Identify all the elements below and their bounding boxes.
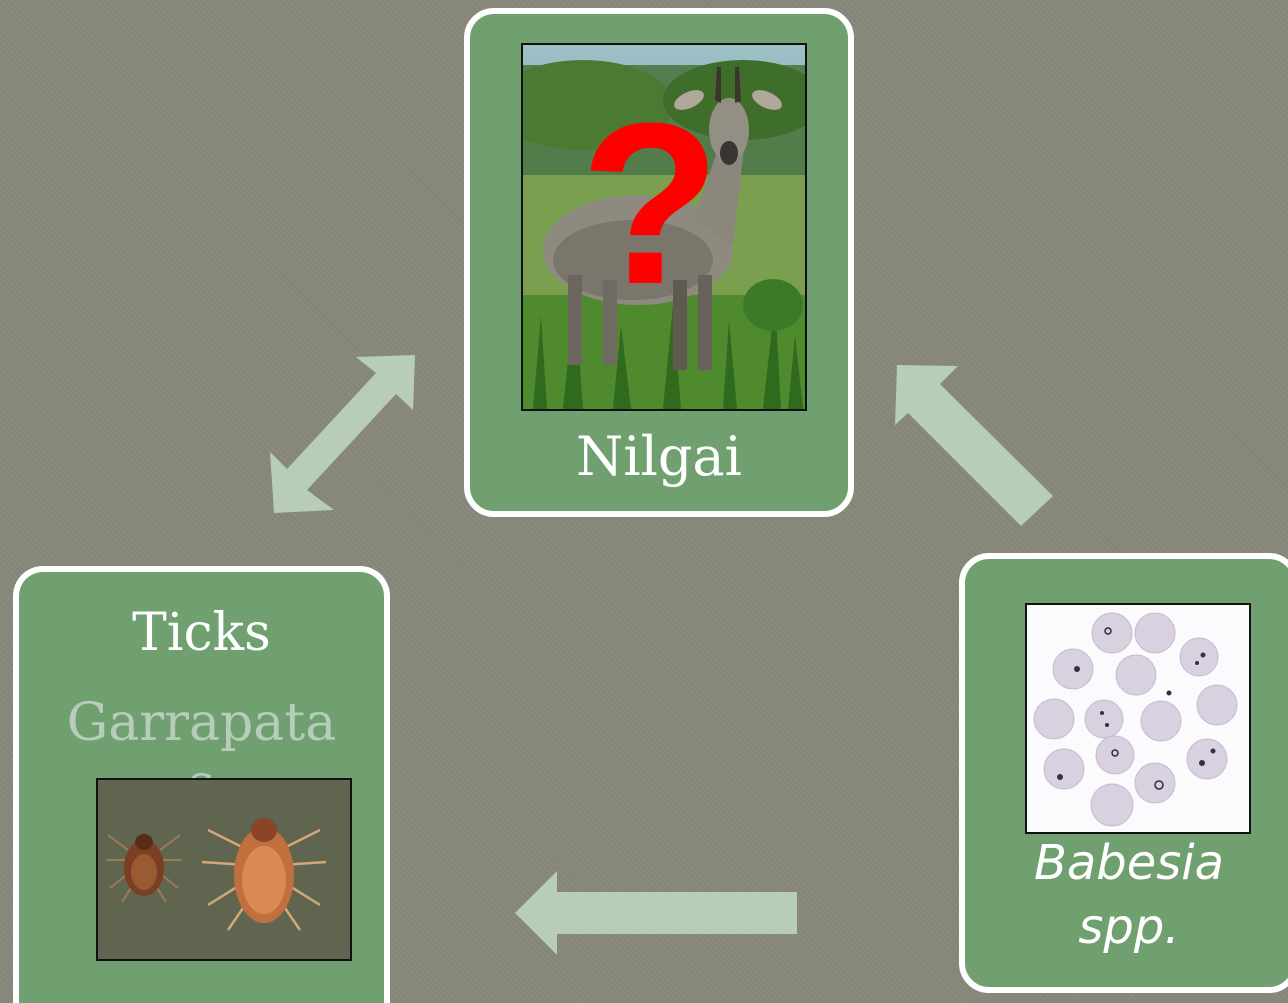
nilgai-label: Nilgai <box>470 422 848 492</box>
babesia-label-line2: spp. <box>965 895 1288 959</box>
arrow-babesia-ticks <box>515 871 797 955</box>
question-mark: ? <box>580 104 700 304</box>
ticks-photo <box>96 778 352 961</box>
arrow-babesia-nilgai <box>895 365 1053 526</box>
arrow-ticks-nilgai <box>270 355 415 513</box>
babesia-label-line1: Babesia <box>965 831 1288 895</box>
babesia-photo <box>1025 603 1251 834</box>
ticks-card: Ticks Garrapata s <box>13 566 390 1003</box>
ticks-label: Ticks <box>19 598 384 668</box>
nilgai-card: ? Nilgai <box>464 8 854 517</box>
babesia-card: Babesia spp. <box>959 553 1288 993</box>
ticks-sublabel: Garrapata <box>19 688 384 758</box>
